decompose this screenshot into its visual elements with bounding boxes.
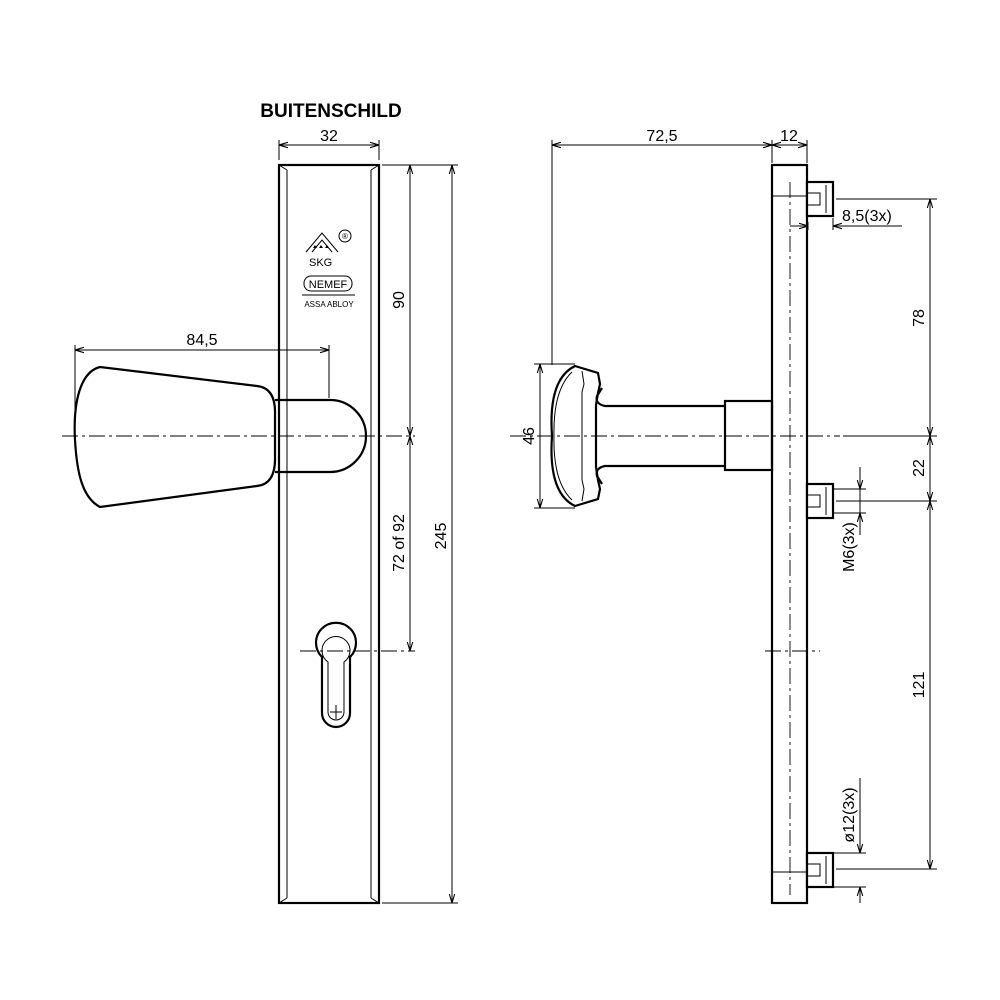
skg-logo: ® SKG (305, 229, 352, 269)
dim-spindle-to-top: 90 (391, 291, 408, 309)
side-knob (550, 364, 602, 508)
front-view: ® SKG NEMEF ASSA ABLOY 32 84,5 (62, 128, 458, 905)
dim-knob-projection: 84,5 (186, 332, 217, 349)
dim-stud-spacing: 121 (911, 672, 928, 699)
dim-plate-thickness: 12 (780, 128, 798, 145)
dim-top-to-spindle: 78 (911, 309, 928, 327)
nemef-logo: NEMEF ASSA ABLOY (302, 275, 355, 309)
side-stud-middle (805, 482, 835, 520)
dim-spindle-to-stud: 22 (911, 459, 928, 477)
side-stud-top (805, 180, 835, 218)
side-stud-bottom (805, 851, 835, 889)
dim-stud-length: 8,5(3x) (842, 208, 892, 225)
skg-text: SKG (309, 257, 332, 269)
front-plate-outline (277, 163, 381, 905)
front-knob (73, 365, 277, 509)
dim-knob-diameter: 46 (521, 427, 538, 445)
side-plate (770, 163, 809, 905)
drawing-title: BUITENSCHILD (260, 101, 401, 122)
assa-abloy-text: ASSA ABLOY (304, 300, 354, 309)
cylinder-hole (314, 621, 358, 729)
dim-stud-diameter: ø12(3x) (841, 787, 858, 842)
dim-center-distance: 72 of 92 (391, 514, 408, 572)
side-view: 72,5 12 8,5(3x) 78 22 121 M6(3x) ø1 (510, 128, 937, 905)
side-rose (723, 399, 774, 472)
dim-knob-depth: 72,5 (646, 128, 677, 145)
dim-width: 32 (320, 128, 338, 145)
nemef-text: NEMEF (309, 279, 348, 291)
dim-total-height: 245 (433, 523, 450, 550)
dim-thread: M6(3x) (841, 522, 858, 572)
registered-mark: ® (342, 232, 348, 241)
